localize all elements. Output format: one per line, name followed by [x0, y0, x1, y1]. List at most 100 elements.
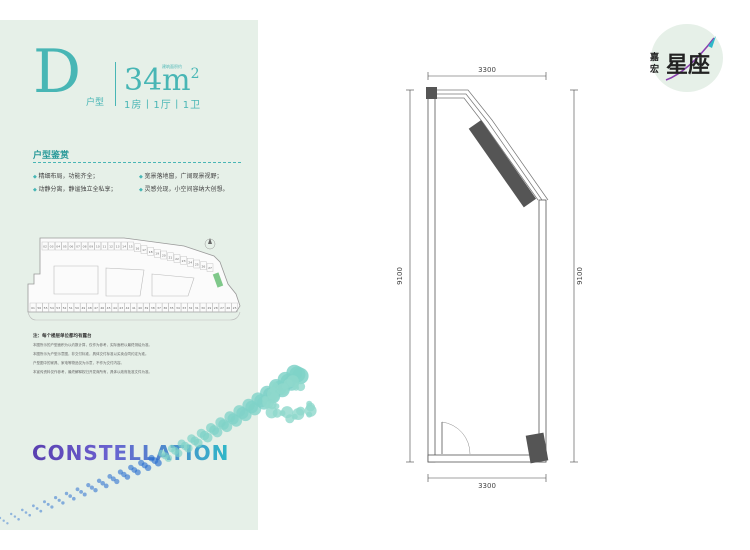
site-unit-cell	[117, 302, 125, 313]
decor-dot	[281, 406, 294, 419]
site-unit-cell	[41, 241, 49, 251]
site-unit-cell	[225, 302, 232, 313]
site-unit-label: 34	[176, 306, 180, 310]
site-unit-label: 54	[50, 306, 54, 310]
site-unit-cell	[74, 241, 82, 251]
site-unit-label: 27	[208, 266, 212, 270]
decor-dot	[276, 383, 289, 396]
decor-dot	[279, 410, 286, 417]
feature-item: 灵感兑现，小空间容纳大创想。	[139, 184, 228, 193]
unit-rooms: 1房丨1厅丨1卫	[124, 100, 202, 111]
decor-dot	[296, 406, 306, 416]
site-unit-cell	[160, 250, 168, 260]
decor-dot	[283, 375, 300, 391]
site-unit-cell	[105, 302, 112, 313]
site-unit-cell	[167, 252, 174, 261]
site-unit-cell	[86, 302, 93, 313]
site-unit-cell	[61, 241, 68, 251]
site-unit-label: 31	[195, 306, 199, 310]
site-unit-label: 16	[135, 246, 139, 250]
site-unit-label: 21	[168, 255, 172, 259]
site-unit-label: 51	[69, 306, 73, 310]
site-unit-label: 09	[89, 245, 93, 249]
site-unit-cell	[136, 302, 144, 313]
note-line: 本图所示为户型示意图，非交付标准，具体交付标准以买卖合同约定为准。	[33, 352, 149, 356]
site-unit-cell	[94, 241, 102, 251]
info-panel: D 户型 34m2 建筑面积约 1房丨1厅丨1卫 户型鉴赏 精细布局，功能齐全；…	[0, 20, 258, 530]
brand-logo	[651, 24, 723, 92]
decor-dot	[266, 389, 281, 404]
dim-right-label: 9100	[576, 267, 584, 285]
section-title: 户型鉴赏	[33, 151, 70, 161]
site-unit-cell	[206, 302, 213, 313]
site-unit-cell	[127, 241, 135, 251]
feature-item: 精细布局，功能齐全；	[33, 171, 98, 180]
site-unit-cell	[162, 302, 169, 313]
site-unit-cell	[55, 302, 62, 313]
site-unit-cell	[48, 302, 56, 313]
site-unit-cell	[124, 302, 131, 313]
unit-letter: D	[33, 37, 82, 107]
site-unit-label: 40	[138, 306, 142, 310]
site-unit-cell	[155, 302, 163, 313]
site-unit-cell	[80, 302, 87, 313]
note-line: 本图所示的户型面积为以约数计算，仅作为参考，实际面积以最终测绘为准。	[33, 343, 152, 347]
site-unit-cell	[153, 249, 161, 258]
site-unit-label: 56	[37, 306, 41, 310]
dim-left-label: 9100	[396, 267, 404, 285]
decor-dot	[296, 382, 306, 392]
decor-dot	[280, 373, 296, 389]
site-unit-cell	[61, 302, 68, 313]
site-unit-label: 10	[96, 245, 100, 249]
site-unit-cell	[29, 302, 37, 313]
decor-dot	[272, 408, 282, 418]
site-unit-label: 03	[50, 245, 54, 249]
site-unit-label: 48	[88, 306, 92, 310]
site-unit-label: 50	[75, 306, 79, 310]
site-unit-cell	[107, 241, 115, 251]
decor-dot	[286, 364, 303, 381]
column	[426, 87, 437, 99]
decor-dot	[270, 392, 280, 402]
site-unit-label: 15	[129, 245, 133, 249]
site-unit-label: 14	[122, 245, 126, 249]
site-unit-label: 37	[157, 306, 161, 310]
site-unit-label: 43	[119, 306, 123, 310]
site-unit-cell	[174, 302, 182, 313]
site-unit-cell	[99, 302, 106, 313]
site-unit-cell	[68, 241, 75, 251]
site-unit-label: 26	[201, 264, 205, 268]
column	[525, 432, 549, 464]
site-unit-label: 25	[195, 263, 199, 267]
site-unit-cell	[111, 302, 119, 313]
decor-dot	[269, 387, 276, 393]
site-unit-cell	[180, 256, 187, 265]
decor-dot	[262, 396, 275, 409]
site-unit-cell	[55, 241, 62, 251]
site-unit-cell	[114, 241, 121, 251]
site-unit-cell	[67, 302, 74, 313]
highlighted-unit	[212, 272, 224, 288]
decor-dot	[289, 366, 306, 383]
feature-item: 动静分离，静谧独立全私享；	[33, 184, 116, 193]
decor-dot	[285, 414, 295, 424]
site-unit-label: 25	[233, 306, 237, 310]
site-unit-cell	[206, 263, 214, 272]
site-unit-label: 55	[44, 306, 48, 310]
brand-wordmark: CONSTELLATION	[32, 441, 230, 465]
site-unit-label: 12	[109, 245, 113, 249]
site-unit-label: 38	[151, 306, 155, 310]
site-unit-label: 26	[226, 306, 230, 310]
site-unit-label: 22	[175, 257, 179, 261]
site-unit-label: 44	[113, 306, 117, 310]
decor-dot	[306, 411, 313, 418]
site-unit-cell	[140, 245, 148, 254]
site-unit-label: 08	[83, 245, 87, 249]
site-unit-label: 47	[94, 306, 98, 310]
site-unit-cell	[48, 241, 55, 251]
decor-dot	[269, 379, 284, 394]
logo-text-small: 宏	[650, 65, 660, 75]
logo-text-main: 星座	[666, 53, 711, 78]
site-unit-cell	[101, 241, 108, 251]
